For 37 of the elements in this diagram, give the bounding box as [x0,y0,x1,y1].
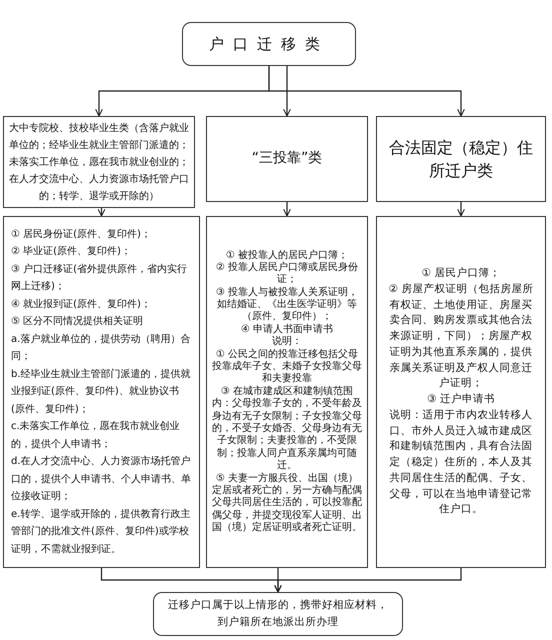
box-text: ① 被投靠人的居民户口簿； [224,250,350,262]
connector-arrow [282,202,292,217]
connector-arrow [282,66,292,117]
box-text: ③ 迁户申请书 [426,392,496,407]
box-text: ④ 就业报到证(原件、复印件)； [11,298,152,312]
box-text: ② 房屋产权证明（包括房屋所有权证、土地使用证、房屋买卖合同、购房发票或其他合法来源证明，下同）；房屋产权证明为其他直系亲属的，提供亲属关系证明及产权人同意迁户证明； [388,282,534,392]
category-box [206,116,368,202]
box-text: ⑤ 区分不同情况提供相关证明 [11,314,144,330]
box-text: 说明： [271,336,303,348]
box-text: ④ 申请人书面申请书 [240,324,334,336]
category-box [3,116,195,208]
requirements-box [376,216,546,568]
connector-arrow [274,568,462,593]
box-text: ① 居民身份证(原件、复印件)； [11,228,152,242]
box-text: e.转学、退学或开除的，提供教育行政主管部门的批准文件(原件、复印件)或学校证明，不需就业报到证。 [11,508,192,557]
requirements-box [206,216,368,568]
box-text: ② 毕业证(原件、复印件)； [11,244,132,260]
box-text: ① 居民户口簿； [420,266,502,281]
box-text: 说明：适用于市内农业转移人口、市外人员迁入城市建成区和建制镇范围内，具有合法固定（稳定）住所的，本人及其共同居住生活的配偶、子女、父母，可以在当地申请登记常住户口。 [388,408,534,518]
box-text: ① 公民之间的投靠迁移包括父母投靠成年子女、未婚子女投靠父母和夫妻投靠 [211,348,363,386]
connector-arrow [268,66,466,117]
category-title-box [182,22,356,66]
requirements-box [3,216,200,568]
box-text: “三投靠”类 [250,149,324,168]
box-text: ③ 在城市建成区和建制镇范围内：父母投靠子女的，不受年龄及身边有无子女限制；子女投靠父母的，不受子女婚否、父母身边有无子女限制；夫妻投靠的，不受限制；投靠人同户直系亲属均可随迁。 [211,386,363,472]
category-box [376,116,546,202]
connector-arrow [456,202,466,217]
connector-arrow [97,208,106,217]
result-box [153,592,403,636]
box-text: 迁移户口属于以上情形的，携带好相应材料，到户籍所在地派出所办理 [167,598,389,630]
box-text: ③ 户口迁移证(省外提供原件，省内实行网上迁移)； [11,262,188,294]
box-text: ③ 投靠人与被投靠人关系证明，如结婚证、《出生医学证明》等（原件、复印件）； [214,286,360,324]
box-text: ② 投靠人居民户口簿或居民身份证； [214,262,360,286]
box-text: 合法固定（稳定）住所迁户类 [388,136,534,182]
box-text: ⑤ 夫妻一方服兵役、出国（境）定居或者死亡的，另一方确与配偶父母共同居住生活的，可以投靠配偶父母，并提交现役军人证明、出国（境）定居证明或者死亡证明。 [211,472,363,534]
box-text: 大中专院校、技校毕业生类（含落户就业单位的；经毕业生就业主管部门派遣的；未落实工作单位，愿在我市就业创业的；在人才交流中心、人力资源市场托管户口的；转学、退学或开除的） [9,122,189,204]
box-text: 户口迁移类 [208,34,330,54]
